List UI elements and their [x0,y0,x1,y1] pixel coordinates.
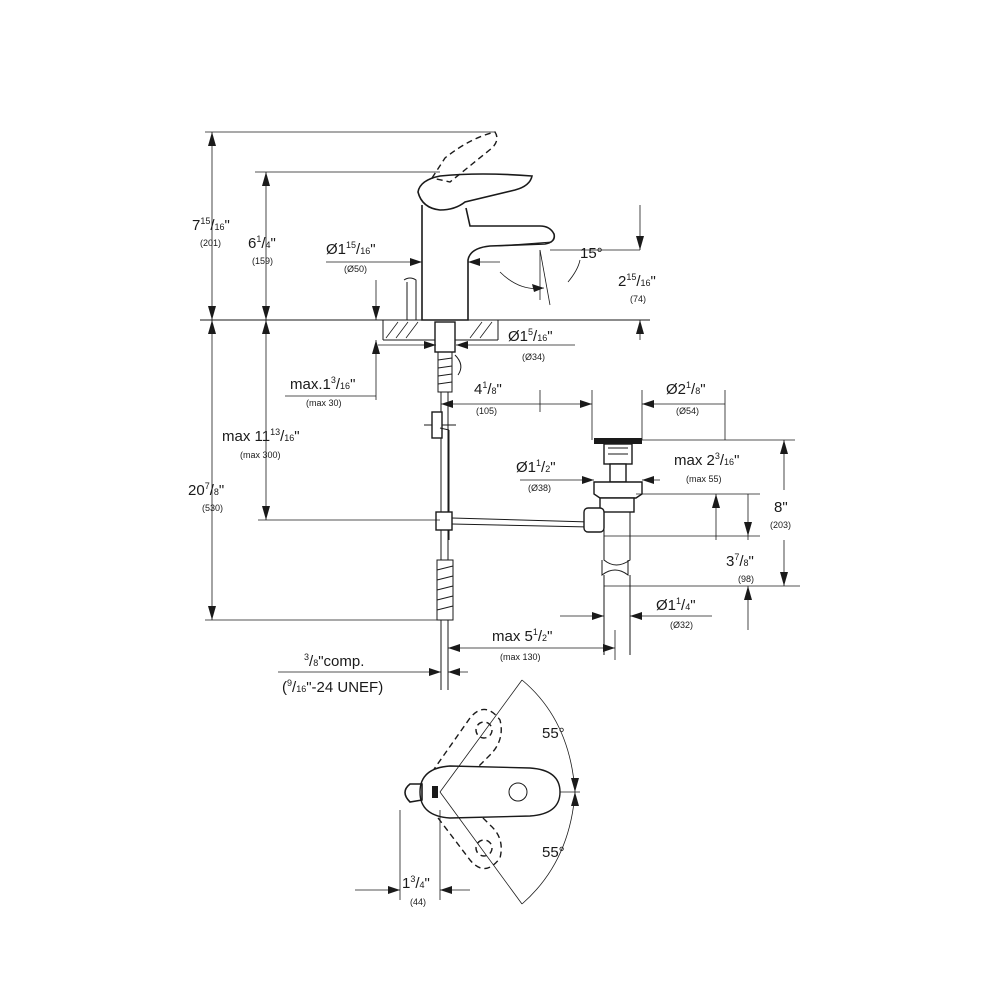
svg-text:715/16": 715/16" [192,216,230,234]
svg-text:max 23/16": max 23/16" [674,451,739,469]
svg-text:(Ø54): (Ø54) [676,406,699,416]
height-dimensions-left [205,131,495,621]
svg-text:(max 300): (max 300) [240,450,281,460]
drain-body-dim [520,476,660,484]
svg-text:max 51/2": max 51/2" [492,627,552,645]
label-d7: max.13/16" (max 30) [290,375,355,408]
svg-text:3/8"comp.: 3/8"comp. [304,652,364,670]
svg-text:(530): (530) [202,503,223,513]
svg-text:Ø11/4": Ø11/4" [656,596,696,614]
svg-text:(74): (74) [630,294,646,304]
faucet-body [403,131,556,393]
svg-text:Ø15/16": Ø15/16" [508,327,553,345]
drain-assembly [583,438,643,655]
label-d9: Ø21/8" (Ø54) [666,380,706,416]
top-view [355,679,580,905]
svg-text:(105): (105) [476,406,497,416]
svg-text:15°: 15° [580,245,603,262]
label-d6: Ø15/16" (Ø34) [508,327,553,362]
label-d12: max 23/16" (max 55) [674,451,739,484]
svg-text:Ø115/16": Ø115/16" [326,240,376,258]
drain-height-dims [604,439,800,630]
label-d16: Ø11/4" (Ø32) [656,596,696,630]
label-d1: 715/16" (201) [192,216,230,248]
svg-text:(Ø50): (Ø50) [344,264,367,274]
svg-text:55°: 55° [542,844,565,861]
svg-text:(98): (98) [738,574,754,584]
spout-diameter-dim [326,258,500,266]
svg-text:55°: 55° [542,725,565,742]
label-d20: 55° [542,725,565,742]
svg-text:37/8": 37/8" [726,552,754,570]
svg-text:(159): (159) [252,256,273,266]
svg-text:61/4": 61/4" [248,234,276,252]
label-d5: 215/16" (74) [618,272,656,304]
label-d21: 55° [542,844,565,861]
label-d10: max 1113/16" (max 300) [222,427,300,460]
label-d3: Ø115/16" (Ø50) [326,240,376,274]
svg-text:(Ø32): (Ø32) [670,620,693,630]
label-d14: 8" (203) [770,499,791,530]
svg-text:207/8": 207/8" [188,481,224,499]
svg-text:41/8": 41/8" [474,380,502,398]
svg-text:max 1113/16": max 1113/16" [222,427,300,445]
label-d19: (9/16"-24 UNEF) [282,678,383,696]
label-d4: 15° [580,245,603,262]
svg-text:(Ø38): (Ø38) [528,483,551,493]
svg-text:13/4": 13/4" [402,874,430,892]
svg-text:215/16": 215/16" [618,272,656,290]
counter-thickness-dim [285,280,380,400]
label-d22: 13/4" (44) [402,874,430,907]
svg-text:(201): (201) [200,238,221,248]
svg-text:Ø11/2": Ø11/2" [516,458,556,476]
svg-text:(9/16"-24 UNEF): (9/16"-24 UNEF) [282,678,383,696]
supply-hose [436,392,454,690]
svg-text:max.13/16": max.13/16" [290,375,355,393]
label-d15: 37/8" (98) [726,552,754,584]
shank-diameter-dim [378,341,575,349]
drain-flange-dim [641,390,726,440]
label-d2: 61/4" (159) [248,234,276,266]
svg-text:(max 55): (max 55) [686,474,722,484]
connection-leader [278,668,468,676]
spout-angle-dim [499,205,644,340]
hose-to-drain-dim [448,630,616,660]
label-d11: Ø11/2" (Ø38) [516,458,556,493]
tailpiece-dim [560,612,712,620]
svg-text:(203): (203) [770,520,791,530]
svg-text:8": 8" [774,499,788,516]
svg-text:(44): (44) [410,897,426,907]
svg-text:(max 130): (max 130) [500,652,541,662]
label-d17: max 51/2" (max 130) [492,627,552,662]
label-d18: 3/8"comp. [304,652,364,670]
faucet-drain-offset-dim [441,390,593,440]
svg-text:Ø21/8": Ø21/8" [666,380,706,398]
svg-text:(max 30): (max 30) [306,398,342,408]
label-d13: 207/8" (530) [188,481,224,513]
popup-rod [424,411,591,540]
svg-text:(Ø34): (Ø34) [522,352,545,362]
label-d8: 41/8" (105) [474,380,502,416]
